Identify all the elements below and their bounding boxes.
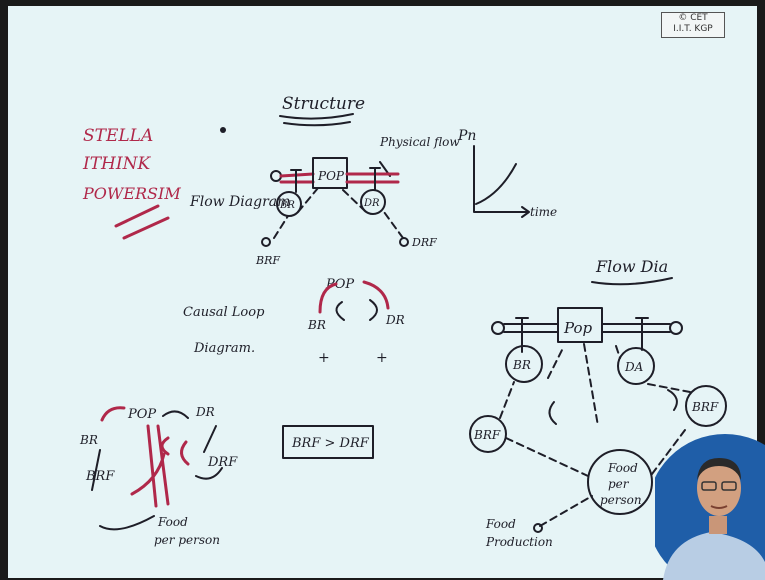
- top-flow-diagram: POP BR DR BRF DRF: [255, 157, 437, 267]
- bl-food-label-line2: per person: [154, 533, 220, 547]
- cl-dr-label: DR: [385, 313, 405, 327]
- cl-red-arrows: [318, 280, 390, 314]
- cl-plus-right: +: [376, 350, 388, 366]
- rf-brf-right-converter: [685, 385, 727, 427]
- bl-drf-label: DRF: [207, 455, 238, 470]
- cl-loop-glyphs: [335, 299, 378, 321]
- rf-food-line3: person: [600, 493, 642, 507]
- rf-sink-cloud-icon: [669, 321, 683, 335]
- tool-underline-marks: [114, 204, 170, 240]
- watermark-line1: © CET: [678, 13, 708, 23]
- rf-br-label: BR: [512, 358, 531, 372]
- tool-powersim: POWERSIM: [82, 184, 181, 203]
- glasses-lens-right: [721, 481, 737, 491]
- glasses-icon: [701, 481, 717, 491]
- bl-brf-label: BRF: [85, 469, 115, 484]
- brf-marker: [261, 237, 271, 247]
- brf-label: BRF: [255, 254, 280, 267]
- right-flow-diagram: Pop BR DA BRF BRF Food per person Food P…: [469, 307, 727, 549]
- outflow-valve: [369, 167, 381, 191]
- br-converter-label: BR: [279, 200, 295, 211]
- graph-axes: [473, 145, 529, 213]
- cl-pop-label: POP: [325, 277, 354, 292]
- bl-black-arrows: [91, 410, 223, 531]
- drf-marker: [399, 237, 409, 247]
- bl-loop-glyphs: [160, 436, 190, 466]
- flow-diagram-label: Flow Diagram: [189, 194, 290, 210]
- whiteboard-drawing: STELLA ITHINK POWERSIM Structure Physica…: [79, 94, 727, 549]
- whiteboard: STELLA ITHINK POWERSIM Structure Physica…: [8, 6, 757, 578]
- dr-converter-label: DR: [363, 198, 380, 209]
- rf-da-converter: [617, 347, 655, 385]
- flow-dia-underline: [591, 277, 673, 286]
- graph-x-label: time: [530, 205, 557, 219]
- info-links: [273, 187, 404, 239]
- rf-brf-left-converter: [469, 415, 507, 453]
- flow-dia-title: Flow Dia: [595, 257, 668, 276]
- rf-food-line2: per: [608, 477, 630, 491]
- presenter-face: [697, 460, 741, 516]
- rf-brf-right-label: BRF: [691, 400, 719, 414]
- pop-vs-time-graph: Pn time: [457, 128, 557, 219]
- causal-loop-label-line2: Diagram.: [193, 341, 255, 356]
- presenter-shirt: [663, 532, 765, 580]
- drf-label: DRF: [411, 236, 437, 249]
- causal-loop-label-line1: Causal Loop: [183, 305, 265, 320]
- rf-inflow-pipe: [503, 323, 559, 333]
- rf-food-line1: Food: [607, 461, 638, 475]
- cet-watermark: © CET I.I.T. KGP: [661, 12, 725, 38]
- presenter-neck: [709, 516, 727, 534]
- rf-info-links: [499, 343, 691, 527]
- rf-outflow-pipe: [601, 323, 671, 333]
- structure-title: Structure: [282, 94, 365, 114]
- graph-y-label: Pn: [457, 128, 476, 144]
- bl-food-label-line1: Food: [157, 515, 188, 529]
- tool-stella: STELLA: [83, 126, 153, 146]
- bl-red-arrows: [100, 406, 170, 508]
- watermark-line2: I.I.T. KGP: [673, 24, 713, 34]
- bl-pop-label: POP: [127, 407, 156, 422]
- dot-mark: [220, 127, 226, 133]
- dr-converter: [360, 189, 386, 215]
- graph-x-arrow: [521, 206, 530, 218]
- cl-plus-left: +: [318, 350, 330, 366]
- rf-food-per-person-converter: [587, 449, 653, 515]
- bl-br-label: BR: [79, 433, 98, 447]
- graph-growth-curve: [475, 163, 517, 205]
- rf-outflow-valve: [635, 317, 649, 351]
- presenter-video-inset: [655, 434, 765, 580]
- inflow-valve: [290, 169, 302, 193]
- rf-loop-glyphs: [548, 389, 678, 425]
- presenter-hair: [697, 458, 741, 480]
- rf-source-cloud-icon: [491, 321, 505, 335]
- structure-title-underline: [279, 113, 354, 127]
- rf-food-production-line2: Production: [485, 535, 553, 549]
- rf-da-label: DA: [624, 360, 644, 374]
- bottom-causal-loop: POP BR DR BRF DRF Food per person: [79, 405, 238, 547]
- condition-box: [282, 425, 374, 459]
- rf-br-converter: [505, 345, 543, 383]
- rf-pop-label: Pop: [563, 319, 593, 337]
- bl-dr-label: DR: [195, 405, 215, 419]
- rf-food-production-line1: Food: [485, 517, 516, 531]
- pop-stock-label: POP: [317, 169, 345, 183]
- cl-br-label: BR: [307, 318, 326, 332]
- outflow-pipe: [345, 172, 400, 184]
- tool-ithink: ITHINK: [82, 154, 151, 174]
- rf-brf-left-label: BRF: [473, 428, 501, 442]
- small-causal-loop: POP BR DR + +: [307, 277, 405, 366]
- condition-text: BRF > DRF: [291, 436, 370, 451]
- rf-food-production-marker: [533, 523, 543, 533]
- physical-flow-label: Physical flow: [379, 135, 460, 149]
- presenter-mouth: [710, 505, 728, 509]
